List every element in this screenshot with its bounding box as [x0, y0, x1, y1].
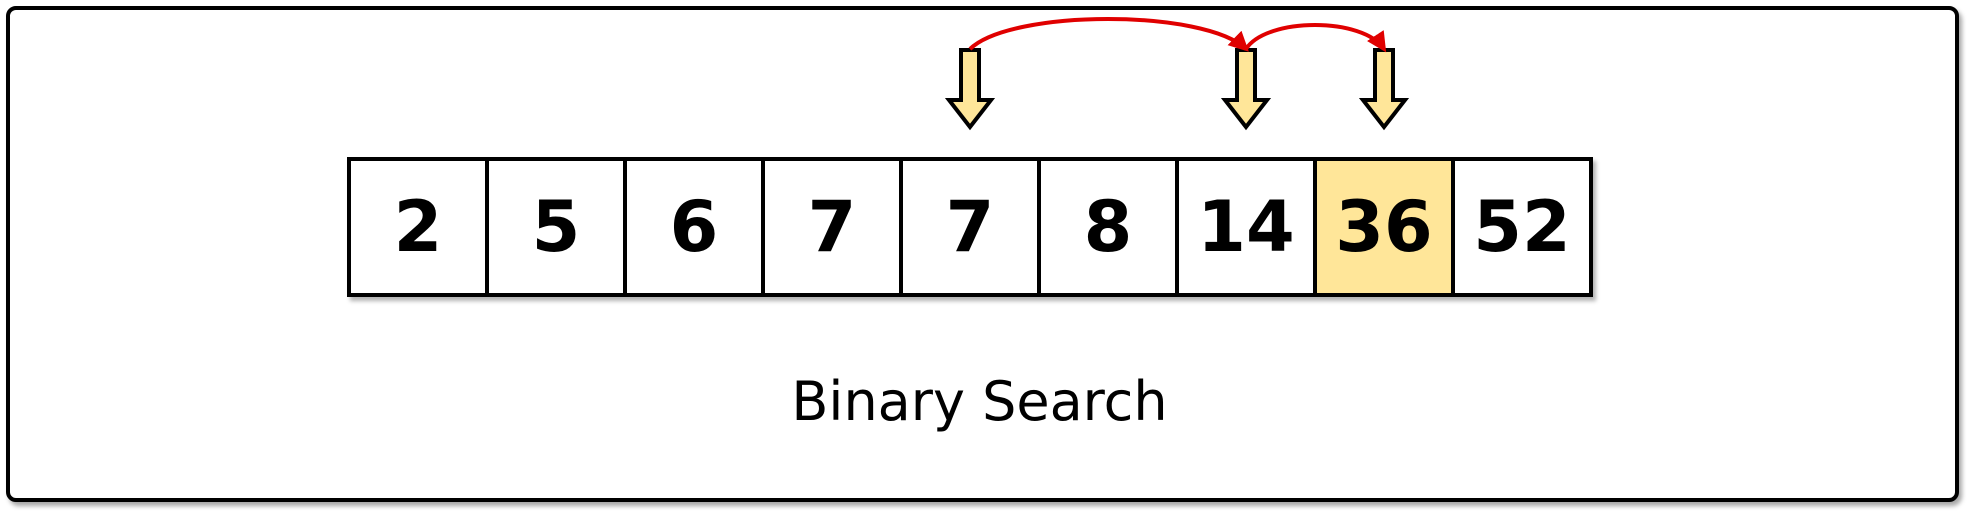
array-cell: 7 [899, 157, 1041, 297]
array-cell: 14 [1175, 157, 1317, 297]
array-cell-value: 5 [531, 186, 581, 268]
array-cell-value: 14 [1197, 186, 1295, 268]
array-cell-found: 36 [1313, 157, 1455, 297]
array-cell: 52 [1451, 157, 1593, 297]
diagram-caption: Binary Search [791, 370, 1168, 433]
array-cell: 5 [485, 157, 627, 297]
array-cell: 2 [347, 157, 489, 297]
array-cell: 6 [623, 157, 765, 297]
sorted-array: 2 5 6 7 7 8 14 36 52 [347, 157, 1593, 297]
array-cell-value: 7 [807, 186, 857, 268]
array-cell: 8 [1037, 157, 1179, 297]
array-cell-value: 2 [393, 186, 443, 268]
array-cell-value: 8 [1083, 186, 1133, 268]
array-cell: 7 [761, 157, 903, 297]
array-cell-value: 36 [1335, 186, 1433, 268]
array-cell-value: 52 [1473, 186, 1571, 268]
array-cell-value: 7 [945, 186, 995, 268]
array-cell-value: 6 [669, 186, 719, 268]
